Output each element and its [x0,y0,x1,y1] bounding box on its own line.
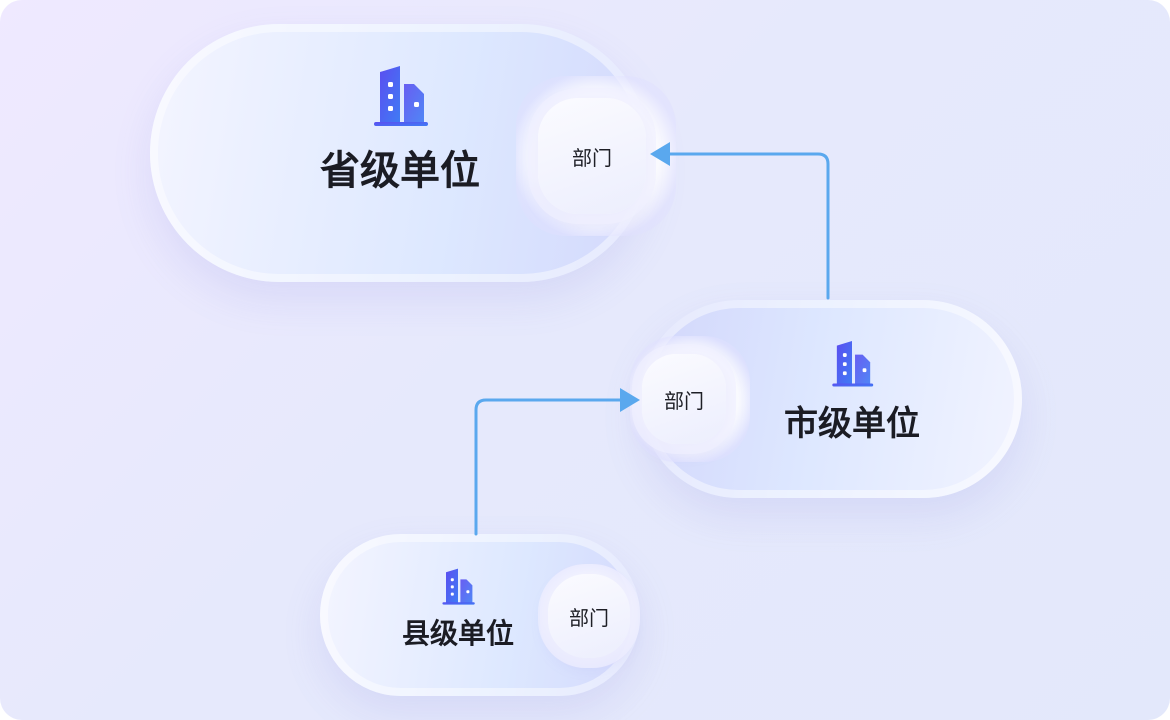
county-unit: 县级单位 [388,566,528,652]
building-icon [374,66,428,126]
building-icon [832,341,874,387]
province-dept[interactable]: 部门 [538,98,646,214]
arrow-city-to-province [666,152,830,300]
arrowhead-city [620,388,640,412]
building-icon [442,568,475,605]
city-dept[interactable]: 部门 [642,354,726,444]
province-unit-title: 省级单位 [320,148,480,194]
county-dept-label: 部门 [569,605,609,630]
province-unit: 省级单位 [300,62,500,196]
county-unit-title: 县级单位 [401,617,514,650]
city-unit: 市级单位 [762,338,942,445]
city-dept-label: 部门 [664,388,704,413]
province-dept-label: 部门 [572,145,612,170]
county-dept[interactable]: 部门 [548,574,630,658]
arrow-county-to-city [474,398,624,536]
arrowhead-province [650,142,670,166]
city-unit-title: 市级单位 [784,404,920,444]
